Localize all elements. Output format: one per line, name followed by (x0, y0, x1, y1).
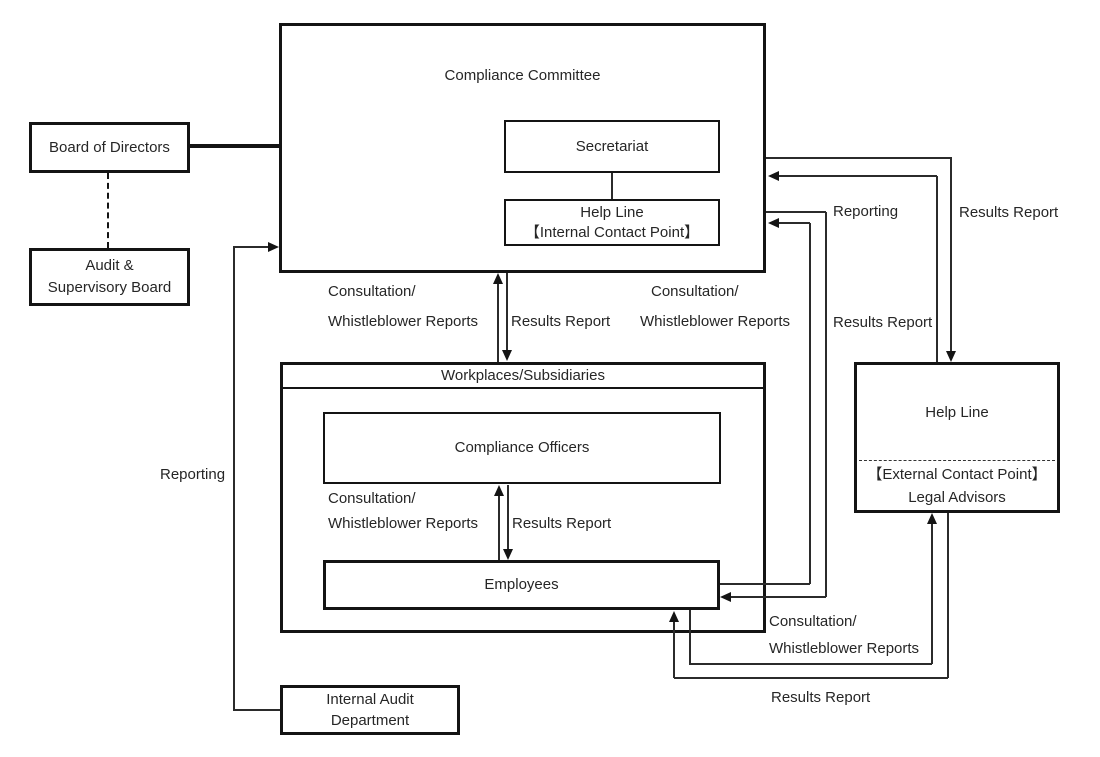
edge-employees-external-v1 (689, 610, 691, 664)
workplaces-header: Workplaces/Subsidiaries (283, 365, 763, 389)
arrow-into-external-bottom (927, 513, 937, 524)
compliance-officers-label: Compliance Officers (454, 439, 590, 456)
label-officers-employees-consultation-2: Whistleblower Reports (328, 515, 479, 532)
label-committee-workplaces-consultation-2: Whistleblower Reports (328, 313, 479, 330)
label-employees-helpline-internal-consultation-2: Whistleblower Reports (640, 313, 791, 330)
employees-label: Employees (484, 576, 559, 593)
label-external-committee-reporting: Reporting (833, 203, 899, 220)
node-secretariat: Secretariat (504, 120, 720, 173)
label-internal-audit-reporting: Reporting (160, 466, 226, 483)
edge-employees-external-v2 (931, 524, 933, 664)
edge-committee-external-h (766, 157, 952, 159)
board-of-directors-label: Board of Directors (49, 138, 170, 156)
edge-board-audit-dashed-line (107, 173, 109, 248)
arrow-into-workplaces-top (502, 350, 512, 361)
edge-external-employees-v2 (673, 622, 675, 678)
edge-external-committee-v (936, 176, 938, 362)
label-committee-workplaces-results: Results Report (511, 313, 611, 330)
edge-officers-to-employees-line (507, 485, 509, 549)
arrow-into-external-top (946, 351, 956, 362)
label-committee-external-results: Results Report (959, 204, 1059, 221)
edge-internal-audit-committee-h2 (233, 246, 269, 248)
edge-external-employees-h (674, 677, 948, 679)
node-internal-audit: Internal Audit Department (280, 685, 460, 735)
label-officers-employees-consultation-1: Consultation/ (328, 490, 416, 507)
edge-employees-committee-v (809, 223, 811, 584)
arrow-into-employees-right (720, 592, 731, 602)
helpline-external-line1: Help Line (925, 403, 989, 421)
internal-audit-line2: Department (330, 712, 410, 729)
edge-employees-committee-h1 (720, 583, 810, 585)
edge-committee-external-v (950, 158, 952, 351)
helpline-internal-line2: 【Internal Contact Point】 (524, 223, 700, 241)
arrow-into-employees-top (503, 549, 513, 560)
label-employees-external-consultation-2: Whistleblower Reports (769, 640, 920, 657)
label-committee-workplaces-consultation-1: Consultation/ (328, 283, 416, 300)
helpline-external-line2: 【External Contact Point】 (867, 465, 1047, 483)
arrow-into-committee-right-lower (768, 218, 779, 228)
node-employees: Employees (323, 560, 720, 610)
label-external-employees-results: Results Report (771, 689, 871, 706)
arrow-into-employees-bottom (669, 611, 679, 622)
helpline-external-divider (859, 460, 1055, 461)
edge-board-committee-line (190, 144, 279, 148)
edge-committee-employees-h2 (731, 596, 826, 598)
secretariat-label: Secretariat (575, 137, 649, 155)
arrow-into-officers-bottom (494, 485, 504, 496)
edge-internal-audit-committee-v (233, 247, 235, 710)
edge-external-committee-h (779, 175, 937, 177)
arrow-into-committee-left (268, 242, 279, 252)
edge-committee-employees-v (825, 212, 827, 597)
node-helpline-internal: Help Line 【Internal Contact Point】 (504, 199, 720, 246)
edge-committee-to-workplaces-line (506, 273, 508, 351)
internal-audit-line1: Internal Audit (326, 691, 414, 708)
audit-board-line2: Supervisory Board (47, 279, 172, 296)
edge-secretariat-helpline-line (611, 173, 613, 199)
edge-employees-to-officers-line (498, 496, 500, 560)
node-board-of-directors: Board of Directors (29, 122, 190, 173)
compliance-committee-title: Compliance Committee (444, 67, 601, 84)
arrow-into-committee-bottom (493, 273, 503, 284)
label-employees-external-consultation-1: Consultation/ (769, 613, 857, 630)
edge-internal-audit-committee-h1 (233, 709, 280, 711)
label-officers-employees-results: Results Report (512, 515, 612, 532)
helpline-internal-line1: Help Line (580, 203, 644, 221)
edge-employees-external-h (689, 663, 932, 665)
edge-workplaces-to-committee-line (497, 284, 499, 362)
node-compliance-officers: Compliance Officers (323, 412, 721, 484)
node-helpline-external: Help Line 【External Contact Point】 Legal… (854, 362, 1060, 513)
helpline-external-line3: Legal Advisors (908, 488, 1006, 506)
audit-board-line1: Audit & (85, 257, 134, 274)
arrow-into-committee-right-upper (768, 171, 779, 181)
label-employees-helpline-internal-results: Results Report (833, 314, 933, 331)
label-employees-helpline-internal-consultation-1: Consultation/ (651, 283, 739, 300)
node-audit-supervisory-board: Audit & Supervisory Board (29, 248, 190, 306)
edge-external-employees-v1 (947, 513, 949, 678)
workplaces-title: Workplaces/Subsidiaries (441, 367, 605, 384)
edge-committee-employees-h1 (766, 211, 826, 213)
edge-employees-committee-h2 (779, 222, 810, 224)
